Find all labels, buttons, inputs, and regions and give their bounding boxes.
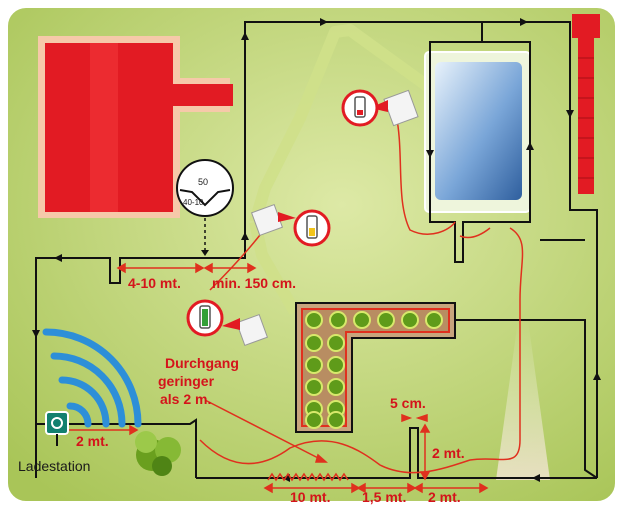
- wire-gauge-icon: [176, 159, 234, 256]
- bush-icon: [135, 431, 181, 476]
- battery-half-icon: [250, 203, 331, 247]
- label-passage-2: geringer: [158, 373, 215, 389]
- label-2-mt-bottom: 2 mt.: [428, 489, 461, 505]
- light-beam: [496, 320, 550, 480]
- house: [38, 36, 233, 218]
- charging-station-icon: [45, 411, 69, 446]
- garden-path: [249, 24, 434, 224]
- label-2-mt-left: 2 mt.: [76, 433, 109, 449]
- battery-full-icon: [186, 299, 269, 347]
- flower-plant: [305, 378, 323, 396]
- flower-bed: [295, 302, 456, 433]
- flower-plant: [327, 334, 345, 352]
- dimension-arrows: [57, 262, 489, 494]
- gauge-bottom-value: 40-10: [183, 198, 204, 207]
- zigzag-wire: [267, 472, 349, 482]
- label-ladestation: Ladestation: [18, 458, 90, 474]
- label-passage-1: Durchgang: [165, 355, 239, 371]
- flower-plant: [305, 311, 323, 329]
- flower-plant: [401, 311, 419, 329]
- flower-plant: [327, 411, 345, 429]
- gauge-top-value: 50: [198, 177, 208, 187]
- label-passage-3: als 2 m.: [160, 391, 211, 407]
- flower-plant: [305, 334, 323, 352]
- label-min-150-cm: min. 150 cm.: [212, 275, 296, 291]
- wire-direction-arrows: [32, 18, 601, 482]
- label-2-mt-right: 2 mt.: [432, 445, 465, 461]
- flower-plant: [353, 311, 371, 329]
- flower-plant: [377, 311, 395, 329]
- garden-path-lower: [249, 220, 301, 316]
- flower-plant: [329, 311, 347, 329]
- label-10-mt: 10 mt.: [290, 489, 330, 505]
- flower-plant: [327, 378, 345, 396]
- label-5-cm: 5 cm.: [390, 395, 426, 411]
- wifi-signal-icon: [42, 328, 142, 428]
- red-pillar: [572, 14, 600, 194]
- flower-plant: [327, 356, 345, 374]
- flower-plant: [305, 356, 323, 374]
- flower-plant: [425, 311, 443, 329]
- pool: [424, 51, 531, 213]
- label-1-5-mt: 1,5 mt.: [362, 489, 406, 505]
- label-4-10-mt: 4-10 mt.: [128, 275, 181, 291]
- flower-plant: [305, 411, 323, 429]
- battery-low-icon: [341, 89, 419, 127]
